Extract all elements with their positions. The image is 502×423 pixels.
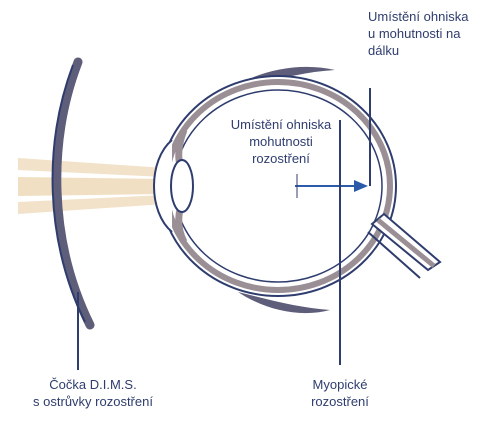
- optic-nerve: [368, 214, 440, 278]
- far-focus-label: Umístění ohniska u mohutnosti na dálku: [368, 8, 468, 59]
- myopic-defocus-label: Myopické rozostření: [290, 376, 390, 410]
- light-beam-upper: [18, 158, 165, 177]
- dims-lens-label: Čočka D.I.M.S. s ostrůvky rozostření: [18, 376, 168, 410]
- defocus-focus-label: Umístění ohniska mohutnosti rozostření: [196, 116, 366, 167]
- light-beam-lower: [18, 195, 165, 214]
